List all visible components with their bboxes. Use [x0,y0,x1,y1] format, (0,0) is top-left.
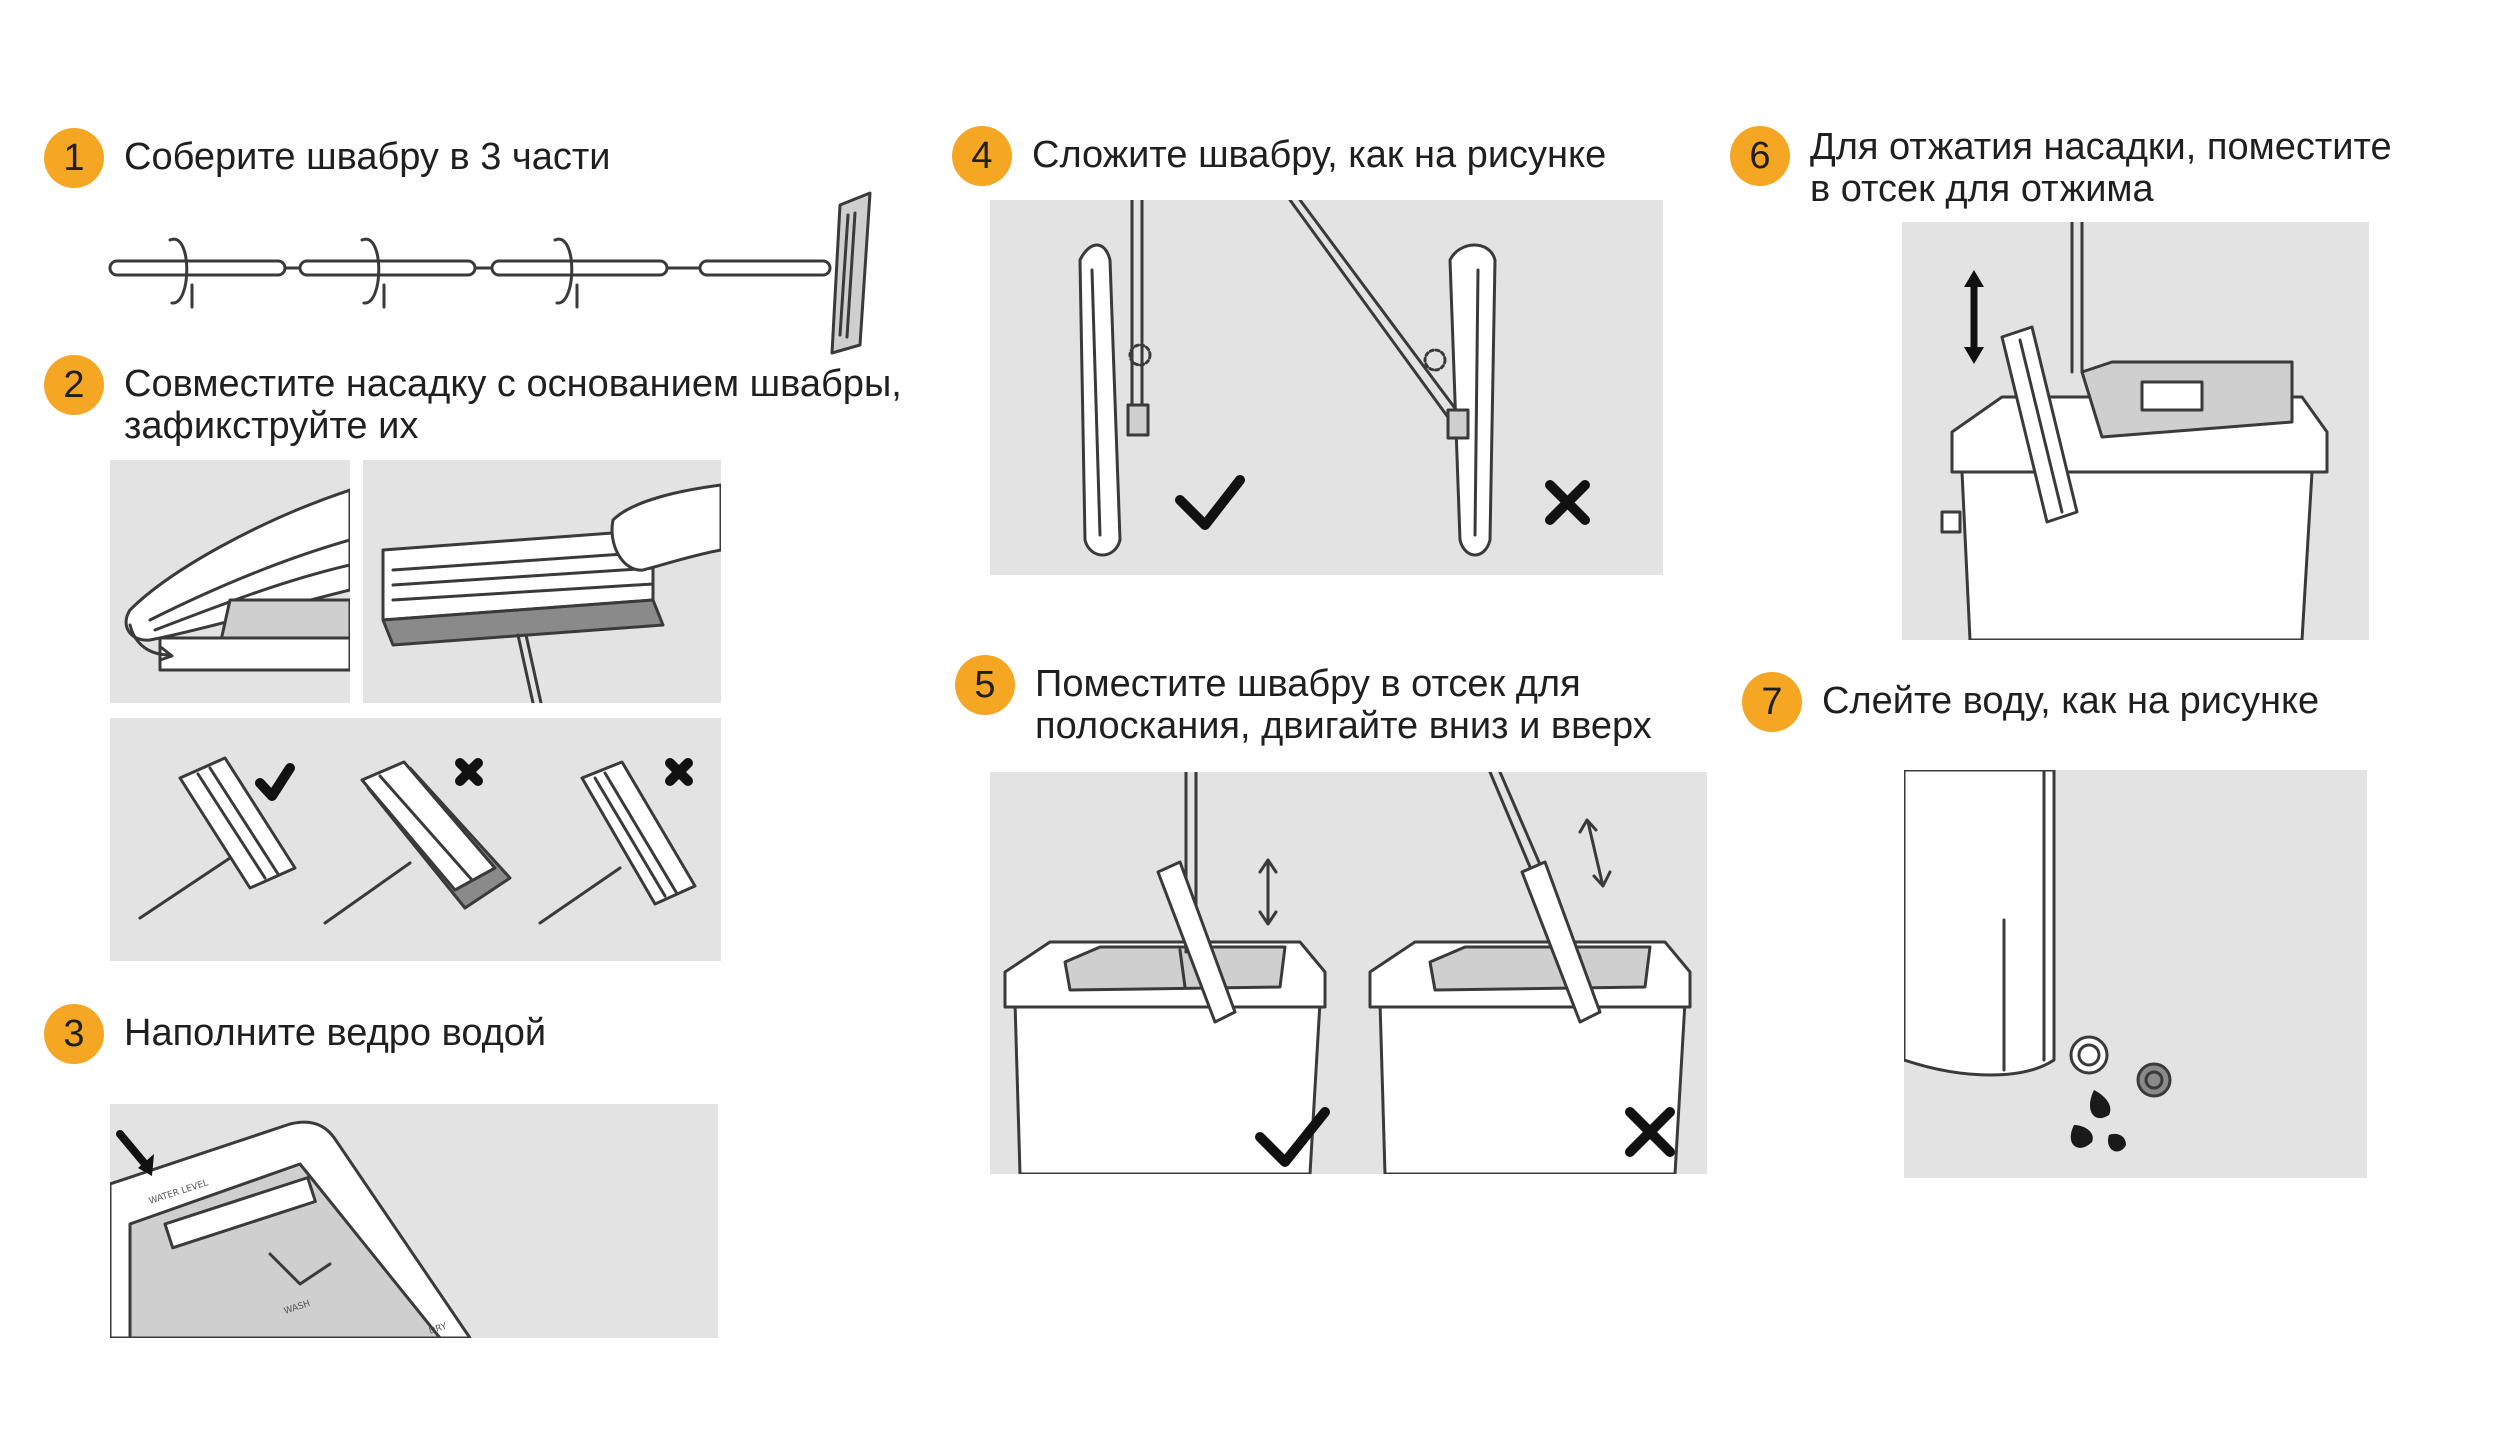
step-2-header: 2 Совместите насадку с основанием швабры… [44,355,902,447]
step-7-drain-water-panel [1904,770,2367,1178]
wrong-folded-mop [1288,200,1590,557]
correct-folded-mop [1078,200,1245,557]
step-2-line-2: зафикструйте их [124,405,419,447]
step-2-attach-pad-panel [110,460,350,703]
correct-rinse-position [1003,772,1330,1174]
step-1-line-1: Соберите швабру в 3 части [124,136,611,178]
step-4-fold-mop-panel [990,200,1663,575]
step-number-badge: 3 [44,1004,104,1064]
step-7-header: 7 Слейте воду, как на рисунке [1742,672,2319,732]
step-3-text: Наполните ведро водой [124,1012,546,1054]
step-number-badge: 4 [952,126,1012,186]
step-2-correct-vs-wrong-panel [110,718,721,961]
step-6-wring-mop-panel [1902,222,2369,640]
step-4-line-1: Сложите швабру, как на рисунке [1032,134,1607,176]
step-6-line-2: в отсек для отжима [1810,168,2154,210]
step-2-text: Совместите насадку с основанием швабры, … [124,363,902,447]
step-number-badge: 7 [1742,672,1802,732]
step-4-text: Сложите швабру, как на рисунке [1032,134,1606,176]
step-number-badge: 6 [1730,126,1790,186]
step-3-header: 3 Наполните ведро водой [44,1004,546,1064]
step-6-line-1: Для отжатия насадки, поместите [1810,126,2392,168]
step-4-header: 4 Сложите швабру, как на рисунке [952,126,1606,186]
step-2-pad-attached-panel [363,460,721,703]
step-1-header: 1 Соберите швабру в 3 части [44,128,611,188]
step-5-rinse-mop-panel [990,772,1707,1174]
step-number-badge: 5 [955,655,1015,715]
step-number-badge: 2 [44,355,104,415]
step-5-line-2: полоскания, двигайте вниз и вверх [1035,705,1652,747]
step-6-header: 6 Для отжатия насадки, поместите в отсек… [1730,126,2392,210]
step-5-line-1: Поместите швабру в отсек для [1035,663,1581,705]
step-3-fill-bucket-panel: WATER LEVEL WASH DRY [110,1104,718,1338]
step-number-badge: 1 [44,128,104,188]
step-7-line-1: Слейте воду, как на рисунке [1822,680,2320,722]
step-1-mop-assembly-illustration [100,185,900,360]
step-6-text: Для отжатия насадки, поместите в отсек д… [1810,126,2392,210]
step-5-header: 5 Поместите швабру в отсек для полоскани… [955,655,1652,747]
correct-mop-position [138,756,297,920]
step-5-text: Поместите швабру в отсек для полоскания,… [1035,663,1652,747]
step-7-text: Слейте воду, как на рисунке [1822,680,2319,722]
step-2-line-1: Совместите насадку с основанием швабры, [124,363,902,405]
wrong-rinse-position [1368,772,1692,1174]
step-1-text: Соберите швабру в 3 части [124,136,611,178]
step-3-line-1: Наполните ведро водой [124,1012,547,1054]
wrong-mop-position-2 [538,758,697,925]
wrong-mop-position-1 [323,758,512,925]
